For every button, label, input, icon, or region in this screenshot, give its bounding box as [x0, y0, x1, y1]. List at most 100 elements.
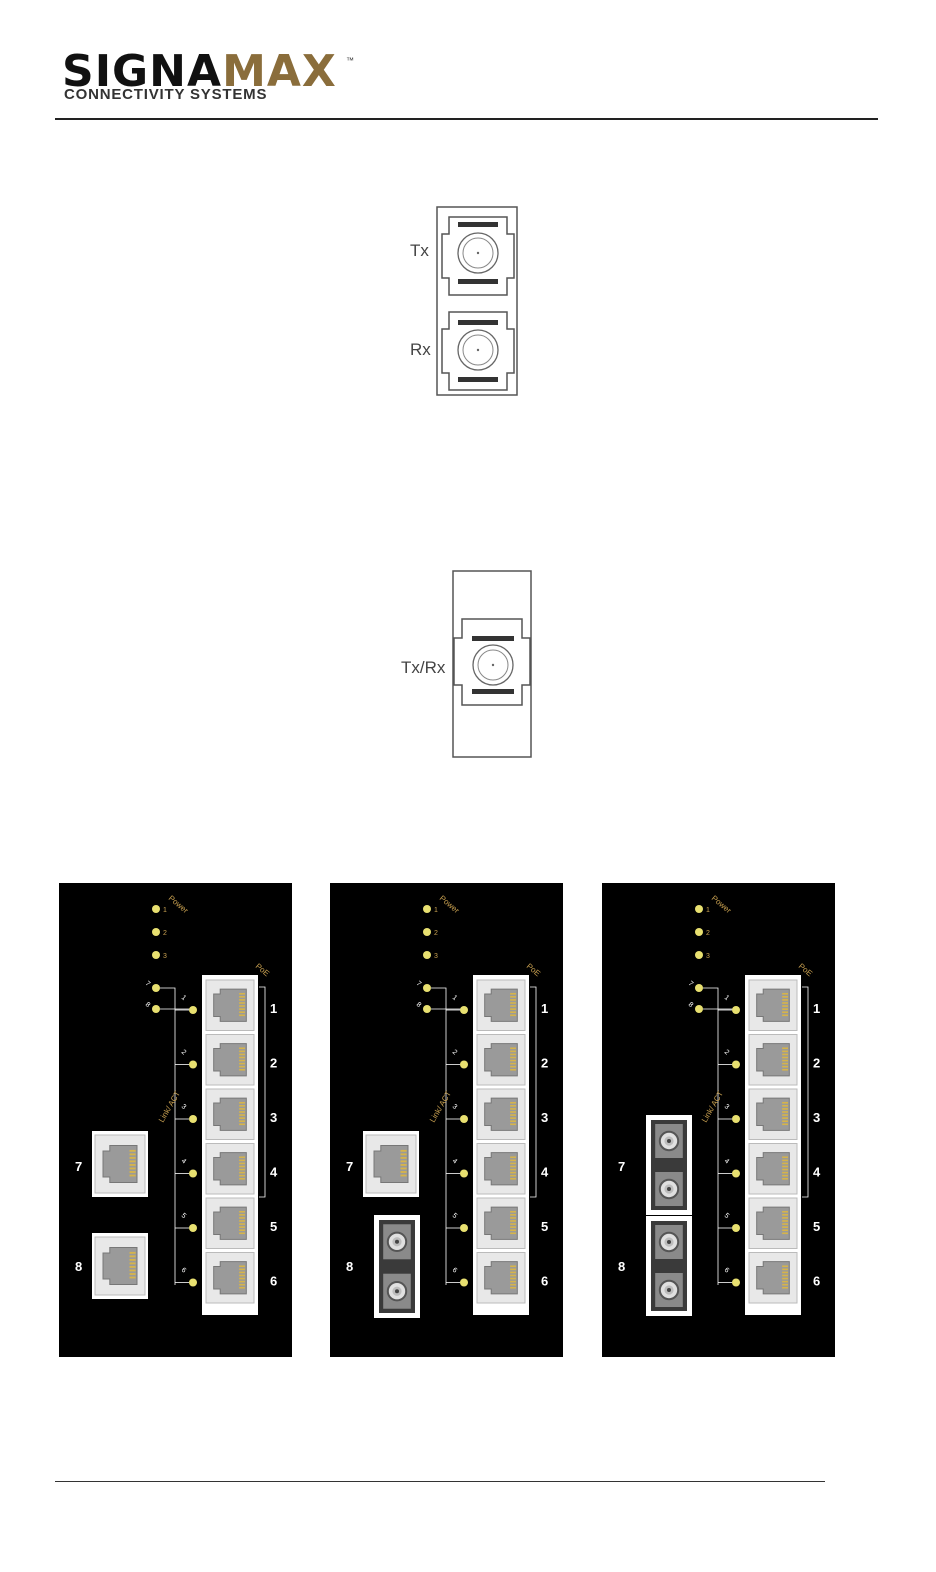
- logo-brand-dark: SIGNA: [62, 46, 223, 97]
- power-led: [423, 928, 431, 936]
- uplink-led: [152, 984, 160, 992]
- rj45-port: [205, 1197, 255, 1249]
- port-led-label: 3: [451, 1103, 459, 1111]
- logo-tagline: CONNECTIVITY SYSTEMS: [64, 86, 268, 103]
- uplink-led: [423, 984, 431, 992]
- rj45-port: [476, 1034, 526, 1086]
- power-led: [152, 951, 160, 959]
- port-number: 3: [813, 1110, 820, 1125]
- led-line: [431, 987, 447, 1285]
- port-number: 3: [270, 1110, 277, 1125]
- power-led-label: 2: [706, 930, 710, 937]
- rj45-port: [205, 1088, 255, 1140]
- port-led-label: 1: [723, 994, 731, 1002]
- uplink-port-number: 7: [75, 1159, 82, 1174]
- port-led-label: 5: [451, 1212, 459, 1220]
- port-number: 1: [813, 1001, 820, 1016]
- uplink-port-number: 7: [618, 1159, 625, 1174]
- port-number: 5: [541, 1219, 548, 1234]
- logo-trademark: ™: [346, 56, 354, 65]
- port-led-label: 6: [180, 1267, 188, 1275]
- tx-label: Tx: [410, 241, 429, 260]
- uplink-led: [695, 984, 703, 992]
- port-number: 3: [541, 1110, 548, 1125]
- port-led: [460, 1278, 468, 1287]
- rj45-port: [476, 1143, 526, 1195]
- power-led: [695, 905, 703, 913]
- rj45-port: [365, 1134, 417, 1194]
- rj45-port: [748, 1088, 798, 1140]
- port-number: 1: [541, 1001, 548, 1016]
- rx-label: Rx: [410, 340, 431, 359]
- port-led: [189, 1224, 197, 1232]
- poe-bracket: [802, 986, 809, 1198]
- rj45-port: [476, 979, 526, 1031]
- uplink-port-number: 8: [618, 1259, 625, 1274]
- port-led-label: 1: [451, 994, 459, 1002]
- power-led: [152, 928, 160, 936]
- port-number: 2: [813, 1056, 820, 1071]
- power-led-label: 2: [163, 930, 167, 937]
- fiber-port: [646, 1216, 692, 1316]
- port-led: [460, 1115, 468, 1123]
- port-led-label: 5: [180, 1212, 188, 1220]
- power-led-label: 3: [163, 953, 167, 960]
- uplink-led-label: 8: [687, 1001, 695, 1009]
- port-led-label: 4: [451, 1158, 459, 1166]
- port-led-label: 5: [723, 1212, 731, 1220]
- poe-bracket: [259, 986, 266, 1198]
- port-led-label: 2: [723, 1049, 731, 1057]
- port-led-label: 1: [180, 994, 188, 1002]
- rj45-port: [748, 1143, 798, 1195]
- port-number: 4: [813, 1165, 821, 1180]
- port-led: [732, 1224, 740, 1232]
- port-number: 5: [813, 1219, 820, 1234]
- power-led-label: 3: [706, 953, 710, 960]
- rj45-port: [94, 1134, 146, 1194]
- footer-rule: [55, 1481, 825, 1482]
- port-led: [189, 1115, 197, 1123]
- port-led-label: 2: [180, 1049, 188, 1057]
- power-led: [152, 905, 160, 913]
- rj45-port: [94, 1236, 146, 1296]
- port-led-label: 2: [451, 1049, 459, 1057]
- port-led-label: 3: [180, 1103, 188, 1111]
- port-number: 6: [270, 1274, 277, 1289]
- logo-brand-gold: MAX: [222, 46, 337, 97]
- power-led-label: 1: [706, 907, 710, 914]
- uplink-led: [695, 1005, 703, 1013]
- port-led: [732, 1115, 740, 1123]
- rj45-port: [476, 1088, 526, 1140]
- rj45-port: [205, 1143, 255, 1195]
- port-led: [732, 1006, 740, 1014]
- port-led: [189, 1060, 197, 1069]
- poe-bracket: [530, 986, 537, 1198]
- header-rule: [55, 118, 878, 120]
- port-led: [189, 1169, 197, 1178]
- port-led: [460, 1224, 468, 1232]
- port-number: 1: [270, 1001, 277, 1016]
- port-led-label: 3: [723, 1103, 731, 1111]
- sc-single-connector-figure: [452, 570, 532, 758]
- port-led-label: 4: [180, 1158, 188, 1166]
- sc-dual-connector-figure: [436, 206, 518, 396]
- uplink-port-number: 7: [346, 1159, 353, 1174]
- power-led: [695, 928, 703, 936]
- rj45-port: [205, 1252, 255, 1304]
- power-led: [423, 905, 431, 913]
- led-line: [703, 987, 719, 1285]
- rj45-port: [748, 979, 798, 1031]
- uplink-led-label: 7: [687, 980, 695, 988]
- uplink-port-number: 8: [346, 1259, 353, 1274]
- port-led-label: 4: [723, 1158, 731, 1166]
- uplink-led: [152, 1005, 160, 1013]
- port-led: [732, 1169, 740, 1178]
- rj45-port: [205, 1034, 255, 1086]
- port-led-label: 6: [723, 1267, 731, 1275]
- power-led: [423, 951, 431, 959]
- fiber-port: [646, 1115, 692, 1215]
- uplink-port-number: 8: [75, 1259, 82, 1274]
